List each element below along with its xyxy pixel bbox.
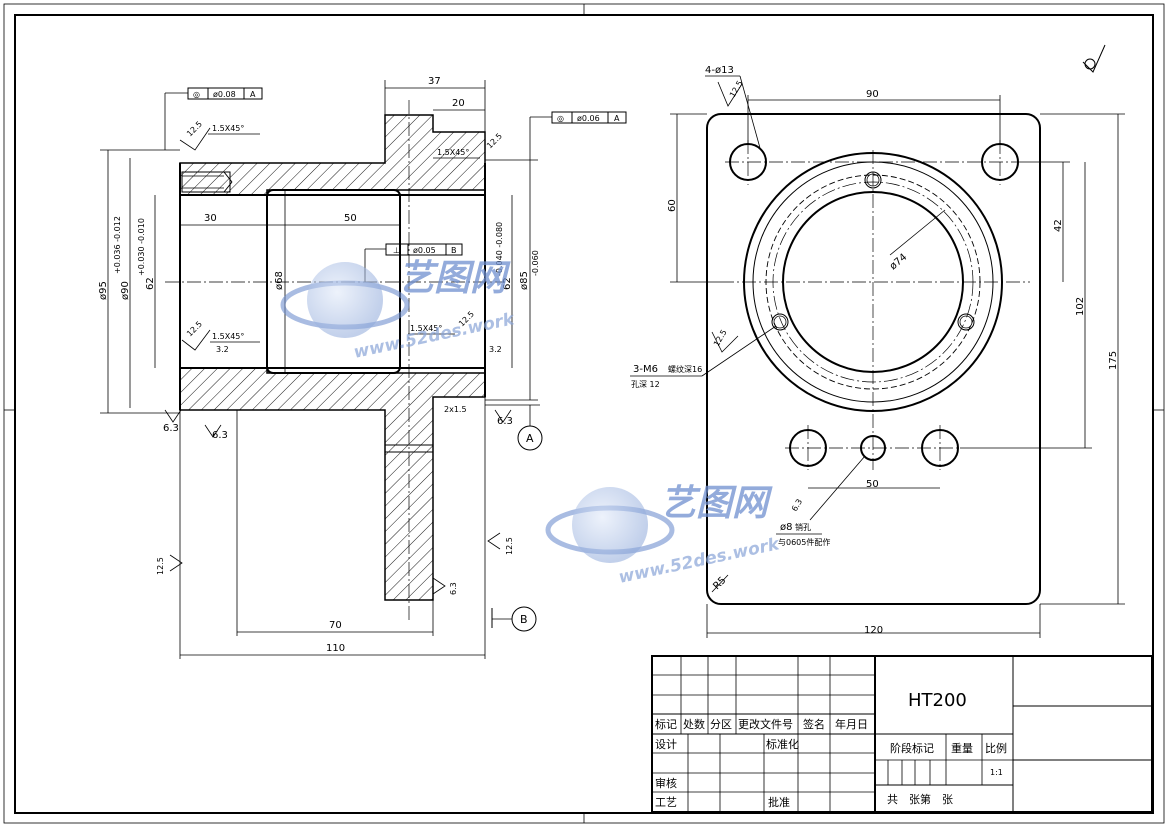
svg-text:6.3: 6.3: [163, 423, 179, 434]
svg-text:6.3: 6.3: [212, 430, 228, 441]
dim-30: 30: [204, 213, 217, 224]
svg-text:ø0.05: ø0.05: [413, 246, 436, 255]
pin-label: ø8: [780, 522, 792, 533]
dim-90: 90: [866, 89, 879, 100]
tb-scale-label: 比例: [985, 741, 1007, 755]
dim-62-tol: +0.030 -0.010: [137, 218, 146, 276]
chamfer-1: 1.5X45°: [212, 124, 244, 133]
dim-62b: 62: [502, 277, 513, 290]
dim-d95: ø95: [98, 281, 109, 300]
tb-material: HT200: [908, 690, 967, 711]
tolerance-frame-2: ◎ ø0.06 A: [529, 111, 627, 160]
roughness-pin: 6.3: [790, 497, 804, 513]
dim-175: 175: [1108, 351, 1119, 370]
dim-120: 120: [864, 625, 883, 636]
thread-depth: 螺纹深16: [668, 364, 702, 374]
holes-label: 4-ø13: [705, 65, 734, 76]
tolerance-frame-1: ◎ ø0.08 A: [164, 87, 263, 150]
dim-102: 102: [1075, 297, 1086, 316]
dim-62b-tol: -0.040 -0.080: [495, 222, 504, 276]
svg-text:⊥: ⊥: [393, 246, 400, 255]
dim-42: 42: [1053, 219, 1064, 232]
svg-text:6.3: 6.3: [449, 582, 458, 595]
svg-text:A: A: [250, 90, 256, 99]
dim-60: 60: [667, 199, 678, 212]
roughness-holes: 12.5: [728, 79, 745, 99]
dim-50: 50: [344, 213, 357, 224]
svg-text:12.5: 12.5: [185, 119, 204, 138]
tb-h-sign: 签名: [803, 717, 825, 731]
datum-b-label: B: [520, 613, 528, 626]
tb-design: 设计: [655, 738, 677, 751]
dim-20: 20: [452, 98, 465, 109]
dim-d74: ø74: [888, 252, 910, 273]
title-block: 标记 处数 分区 更改文件号 签名 年月日 设计 标准化 审核 工艺 批准 HT…: [651, 655, 1153, 813]
tb-scale: 1:1: [990, 768, 1003, 777]
dim-110: 110: [326, 643, 345, 654]
tb-standard: 标准化: [766, 737, 799, 751]
datum-b-circle: [511, 606, 537, 632]
svg-text:B: B: [451, 246, 457, 255]
svg-text:ø0.06: ø0.06: [577, 114, 600, 123]
dim-d90-tol: +0.036 -0.012: [113, 216, 122, 274]
pin-note2: 与0605件配作: [778, 537, 830, 547]
svg-text:6.3: 6.3: [497, 416, 513, 427]
pin-note1: 销孔: [795, 522, 811, 532]
tb-approve: 批准: [768, 795, 790, 809]
svg-text:12.5: 12.5: [185, 319, 204, 338]
dim-50b: 50: [866, 479, 879, 490]
tb-h-count: 处数: [683, 718, 705, 731]
dim-37: 37: [428, 76, 441, 87]
svg-text:◎: ◎: [557, 114, 564, 123]
svg-text:◎: ◎: [193, 90, 200, 99]
tb-sheets: 共 张第 张: [887, 792, 953, 806]
svg-text:3.2: 3.2: [489, 345, 502, 354]
watermark-2: 艺图网 www.52des.work: [545, 483, 783, 588]
chamfer-3: 1.5X45°: [212, 332, 244, 341]
svg-text:A: A: [614, 114, 620, 123]
svg-text:12.5: 12.5: [505, 537, 514, 555]
thread-label: 3-M6: [633, 364, 658, 375]
svg-text:艺图网: 艺图网: [660, 483, 773, 524]
tb-h-mark: 标记: [655, 717, 677, 731]
dim-d85: ø85: [519, 271, 530, 290]
datum-a-label: A: [526, 432, 534, 445]
svg-text:艺图网: 艺图网: [398, 258, 511, 299]
svg-text:12.5: 12.5: [485, 131, 504, 150]
dim-62: 62: [145, 277, 156, 290]
svg-text:12.5: 12.5: [156, 557, 165, 575]
chamfer-4: 1.5X45°: [410, 324, 442, 333]
section-lower: [179, 367, 486, 601]
general-roughness-symbol: [1082, 44, 1106, 73]
tb-stage: 阶段标记: [890, 741, 934, 755]
dim-d68: ø68: [274, 271, 285, 290]
dim-d90: ø90: [120, 281, 131, 300]
section-view: 37 20 30 50 70 110 ø95 ø90 +0.036 -0.012…: [98, 76, 627, 659]
tb-h-date: 年月日: [835, 717, 868, 731]
dim-2x15: 2x1.5: [444, 405, 467, 414]
dim-70: 70: [329, 620, 342, 631]
tb-process: 工艺: [655, 796, 677, 809]
thread-hole-depth: 孔深 12: [631, 380, 660, 389]
dim-d85-tol: -0.060: [531, 250, 540, 276]
plate-outline: [706, 113, 1041, 605]
tb-h-doc: 更改文件号: [738, 717, 793, 731]
drawing-frame: [3, 3, 1165, 824]
roughness-thread: 12.5: [712, 328, 729, 348]
tb-h-zone: 分区: [710, 718, 732, 731]
chamfer-2: 1.5X45°: [437, 148, 469, 157]
svg-text:3.2: 3.2: [216, 345, 229, 354]
svg-text:ø0.08: ø0.08: [213, 90, 236, 99]
tb-weight: 重量: [951, 741, 973, 755]
tb-review: 审核: [655, 776, 677, 790]
